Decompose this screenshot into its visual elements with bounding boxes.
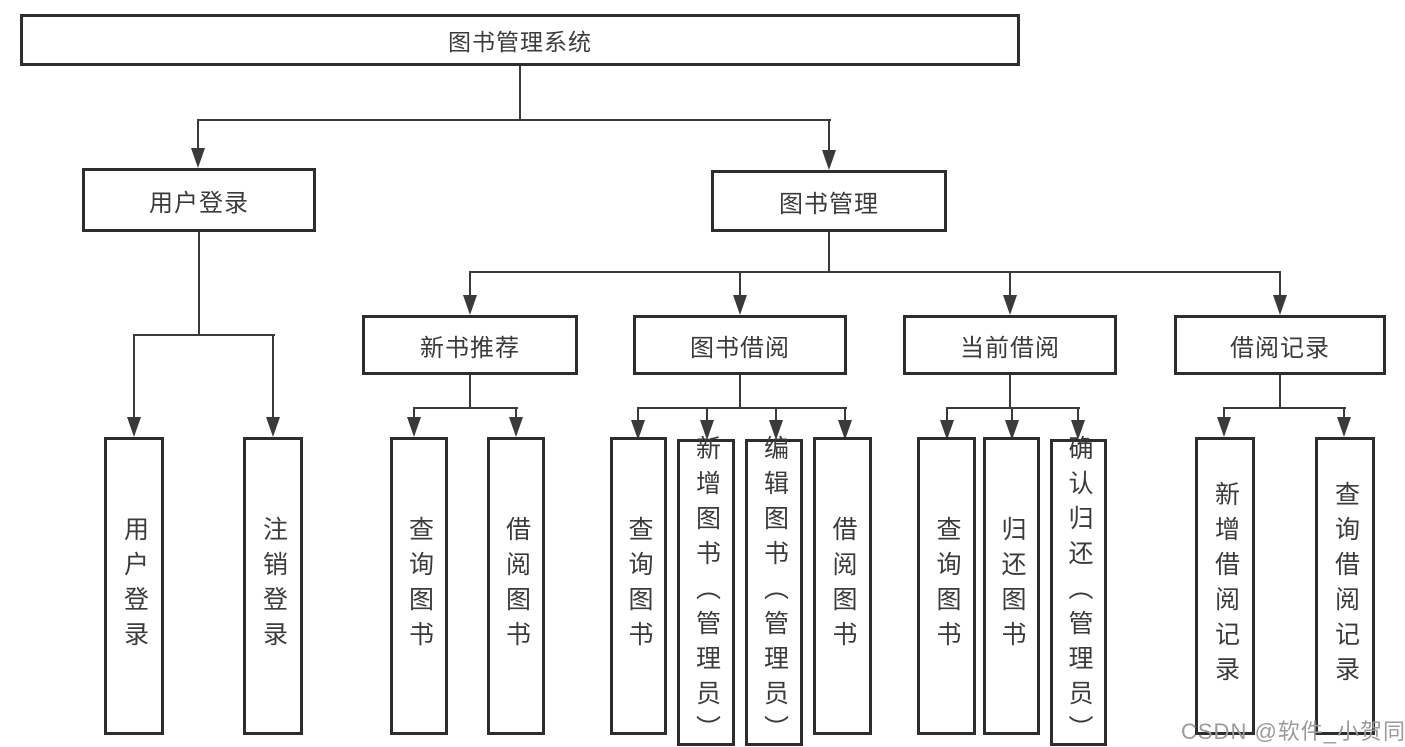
leaf-label: 用户登录 xyxy=(120,516,149,656)
arrow-to-book-borrow xyxy=(733,271,747,315)
leaf-label: 归还图书 xyxy=(998,516,1026,656)
connector-book-borrow-rail xyxy=(637,407,847,409)
leaf-query-books: 查询图书 xyxy=(917,437,976,735)
leaf-label: 查询图书 xyxy=(625,516,653,656)
arrow-down xyxy=(1005,407,1019,440)
connector-new-book-rail xyxy=(414,407,518,409)
connector-book-management-stem xyxy=(828,232,830,273)
leaf-query-books: 查询图书 xyxy=(390,437,448,735)
connector-borrow-records-rail xyxy=(1223,407,1346,409)
leaf-confirm-return-admin: 确认归还（管理员） xyxy=(1050,435,1107,747)
leaf-label: 查询图书 xyxy=(933,516,961,656)
leaf-borrow-books: 借阅图书 xyxy=(813,437,872,735)
leaf-edit-books-admin: 编辑图书（管理员） xyxy=(745,435,803,747)
leaf-add-books-admin: 新增图书（管理员） xyxy=(677,435,735,747)
connector-new-book-stem xyxy=(469,375,471,409)
node-root: 图书管理系统 xyxy=(20,14,1020,66)
leaf-label: 查询图书 xyxy=(405,516,434,656)
connector-book-borrow-stem xyxy=(739,375,741,409)
leaf-add-borrow-record: 新增借阅记录 xyxy=(1195,437,1255,735)
arrow-down xyxy=(631,407,645,440)
leaf-borrow-books: 借阅图书 xyxy=(487,437,545,735)
arrow-to-current-borrow xyxy=(1003,271,1017,315)
leaf-label: 新增图书（管理员） xyxy=(692,435,721,747)
csdn-watermark: CSDN @软件_小贺同学 xyxy=(1181,719,1405,744)
leaf-label: 注销登录 xyxy=(259,516,288,656)
arrow-to-leaf-user-login xyxy=(127,334,141,437)
connector-book-management-rail xyxy=(470,271,1281,273)
connector-borrow-records-stem xyxy=(1279,375,1281,409)
arrow-down xyxy=(509,407,523,437)
connector-current-borrow-rail xyxy=(946,407,1080,409)
arrow-to-borrow-records xyxy=(1273,271,1287,315)
node-new-book-recommend: 新书推荐 xyxy=(362,315,578,375)
arrow-down xyxy=(838,407,852,440)
leaf-query-borrow-record: 查询借阅记录 xyxy=(1315,437,1375,735)
connector-user-login-stem xyxy=(198,232,200,336)
arrow-down xyxy=(769,407,783,440)
arrow-down xyxy=(407,407,421,437)
leaf-query-books: 查询图书 xyxy=(610,437,667,735)
leaf-label: 借阅图书 xyxy=(829,516,857,656)
leaf-label: 查询借阅记录 xyxy=(1331,481,1360,691)
connector-current-borrow-stem xyxy=(1009,375,1011,409)
node-current-borrow: 当前借阅 xyxy=(903,315,1117,375)
leaf-label: 新增借阅记录 xyxy=(1211,481,1240,691)
leaf-label: 借阅图书 xyxy=(502,516,531,656)
arrow-down xyxy=(1071,407,1085,440)
node-book-management: 图书管理 xyxy=(711,170,947,232)
arrow-to-user-login xyxy=(191,119,205,168)
node-book-borrow: 图书借阅 xyxy=(633,315,847,375)
connector-user-login-rail xyxy=(134,334,275,336)
arrow-down xyxy=(1217,407,1231,437)
arrow-to-new-book-recommend xyxy=(463,271,477,315)
connector-root-stem xyxy=(519,66,521,119)
leaf-user-login: 用户登录 xyxy=(104,437,164,735)
node-borrow-records: 借阅记录 xyxy=(1174,315,1386,375)
node-user-login: 用户登录 xyxy=(82,168,316,232)
arrow-down xyxy=(700,407,714,440)
leaf-label: 编辑图书（管理员） xyxy=(760,435,789,747)
leaf-label: 确认归还（管理员） xyxy=(1065,435,1093,747)
arrow-to-leaf-logout xyxy=(266,334,280,437)
arrow-down xyxy=(940,407,954,440)
arrow-down xyxy=(1337,407,1351,437)
leaf-logout: 注销登录 xyxy=(243,437,303,735)
arrow-to-book-management xyxy=(822,119,836,170)
leaf-return-books: 归还图书 xyxy=(983,437,1040,735)
connector-root-rail xyxy=(198,119,831,121)
